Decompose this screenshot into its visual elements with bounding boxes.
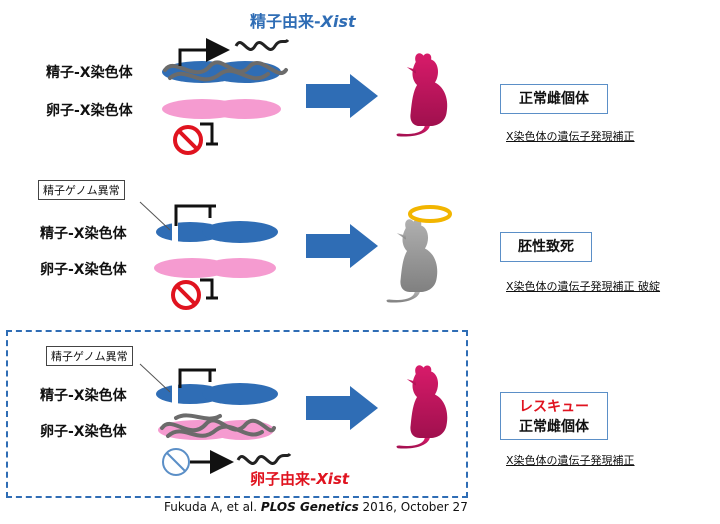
bottom-callout-leader xyxy=(139,363,171,393)
bottom-oocyte-label: 卵子-X染色体 xyxy=(40,424,127,440)
top-prohibition-icon xyxy=(173,122,218,155)
bottom-callout: 精子ゲノム異常 xyxy=(46,346,133,366)
citation-journal: PLOS Genetics xyxy=(260,500,359,514)
bottom-result-note: X染色体の遺伝子発現補正 xyxy=(506,454,635,467)
middle-result-box: 胚性致死 xyxy=(500,232,592,262)
middle-block-arrow xyxy=(306,224,378,268)
halo-icon xyxy=(408,205,452,223)
bottom-xist-rna-coat xyxy=(160,413,276,438)
bottom-result-title: 正常雌個体 xyxy=(519,419,589,435)
bottom-block-arrow xyxy=(306,386,378,430)
top-oocyte-label: 卵子-X染色体 xyxy=(46,103,133,119)
middle-callout: 精子ゲノム異常 xyxy=(38,180,125,200)
top-xist-wavy-rna xyxy=(234,38,290,51)
top-result-note: X染色体の遺伝子発現補正 xyxy=(506,130,635,143)
middle-oocyte-label: 卵子-X染色体 xyxy=(40,262,127,278)
middle-oocyte-chromosome xyxy=(154,258,276,278)
citation-date: 2016, October 27 xyxy=(362,500,468,514)
top-transcription-arrow xyxy=(178,38,230,66)
bottom-xist-title-prefix: 卵子由来- xyxy=(250,470,317,488)
top-result-box: 正常雌個体 xyxy=(500,84,608,114)
bottom-xist-title-gene: Xist xyxy=(316,470,350,488)
top-xist-title: 精子由来-Xist xyxy=(250,8,356,32)
bottom-repression-symbol xyxy=(178,368,216,388)
top-mouse-normal-female xyxy=(396,53,448,137)
middle-result-note: X染色体の遺伝子発現補正 破綻 xyxy=(506,280,661,293)
middle-mouse-embryonic-lethal xyxy=(386,219,438,303)
bottom-xist-wavy-rna xyxy=(236,452,292,465)
bottom-xist-title: 卵子由来-Xist xyxy=(250,468,349,489)
middle-sperm-chromosome xyxy=(156,219,278,245)
top-xist-title-gene: Xist xyxy=(320,12,356,31)
middle-callout-leader xyxy=(139,201,171,231)
rescue-dashed-frame xyxy=(6,330,468,498)
middle-repression-symbol xyxy=(174,204,216,226)
middle-prohibition-icon xyxy=(171,278,218,310)
bottom-result-box: レスキュー 正常雌個体 xyxy=(500,392,608,440)
top-xist-title-prefix: 精子由来- xyxy=(250,12,321,31)
bottom-inactive-prohibition-icon xyxy=(162,448,190,476)
top-sperm-label: 精子-X染色体 xyxy=(46,65,133,81)
citation-authors: Fukuda A, et al. xyxy=(164,500,258,514)
top-xist-rna-coat xyxy=(163,60,288,82)
bottom-sperm-label: 精子-X染色体 xyxy=(40,388,127,404)
top-block-arrow xyxy=(306,74,378,118)
citation: Fukuda A, et al. PLOS Genetics 2016, Oct… xyxy=(164,500,468,514)
middle-sperm-label: 精子-X染色体 xyxy=(40,226,127,242)
bottom-result-rescue: レスキュー xyxy=(519,399,589,415)
bottom-sperm-chromosome xyxy=(156,381,278,407)
top-oocyte-chromosome xyxy=(162,99,281,119)
